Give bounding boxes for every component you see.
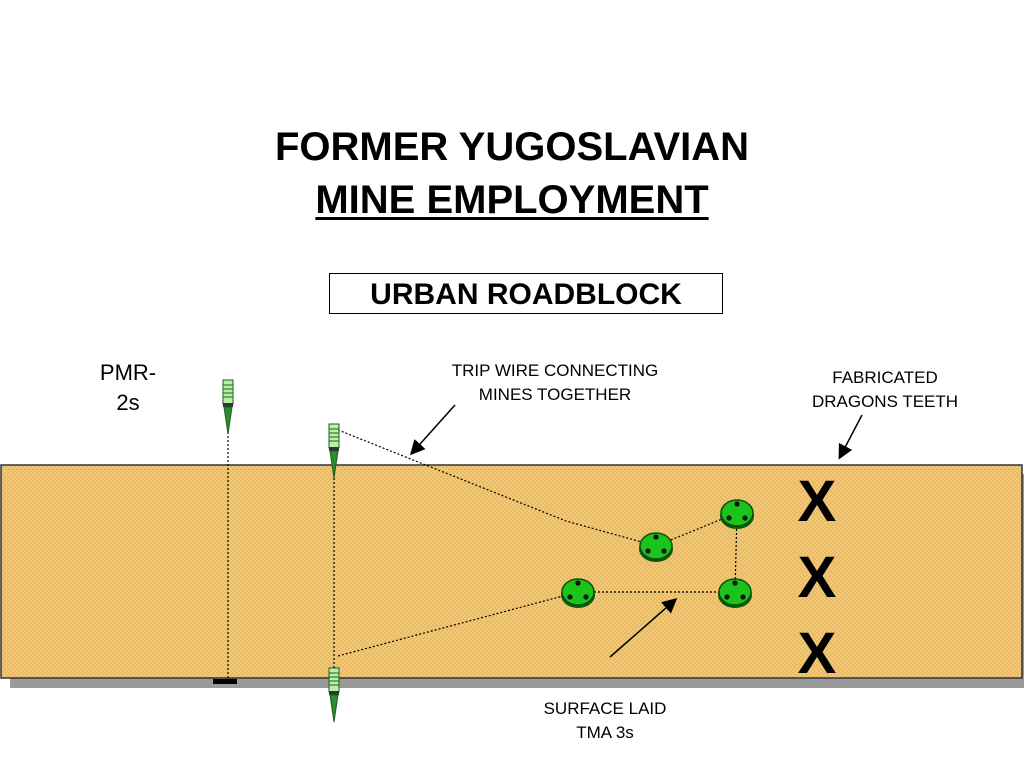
tma-label: SURFACE LAID TMA 3s [543,699,667,742]
page-title-underlined: MINE EMPLOYMENT [315,178,709,222]
dragons-tooth-mark: X [797,621,837,686]
round-mine-icon [719,499,755,530]
trip-wire-lower-diagonal [337,591,579,657]
page-title: FORMER YUGOSLAVIAN [274,125,750,169]
tma-arrow [609,598,678,658]
trip-wire-label: TRIP WIRE CONNECTING MINES TOGETHER [451,361,659,404]
anchor-marker [213,679,237,684]
dragons-tooth-mark: X [797,469,837,534]
road [0,464,1023,679]
trip-wire-arrow [409,404,456,456]
dragons-teeth-label: FABRICATED DRAGONS TEETH [811,368,959,411]
round-mine-icon [717,578,753,609]
stake-mine-icon [328,667,340,723]
stake-mine-icon [222,379,234,435]
dragons-teeth-arrow [838,414,863,460]
trip-wire-upper-diagonal [337,429,657,547]
dragons-tooth-mark: X [797,545,837,610]
subtitle-box: URBAN ROADBLOCK [329,273,723,314]
pmr-label: PMR- 2s [99,360,157,415]
round-mine-icon [638,532,674,563]
round-mine-icon [560,578,596,609]
